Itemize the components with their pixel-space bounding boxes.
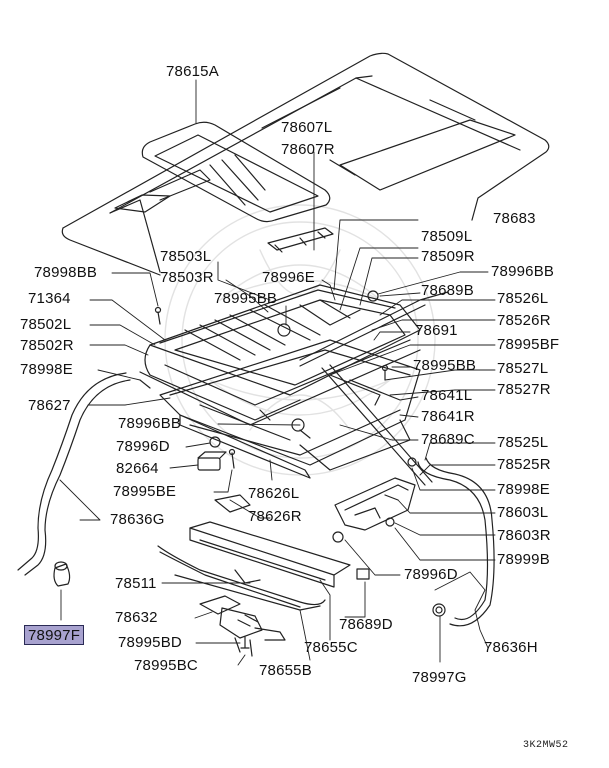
label-78655B: 78655B xyxy=(259,662,312,679)
label-78509L: 78509L xyxy=(421,228,473,245)
label-78997F-highlighted: 78997F xyxy=(24,625,85,645)
label-78641L: 78641L xyxy=(421,387,473,404)
deflector-bracket xyxy=(267,227,334,253)
label-78527L: 78527L xyxy=(497,360,549,377)
label-78503L: 78503L xyxy=(160,248,212,265)
label-78995BC: 78995BC xyxy=(134,657,198,674)
roof-panel xyxy=(61,52,550,276)
label-78603L: 78603L xyxy=(497,504,549,521)
label-78503R: 78503R xyxy=(160,269,214,286)
label-78995BE: 78995BE xyxy=(113,483,177,500)
label-78607R: 78607R xyxy=(281,141,335,158)
label-78502L: 78502L xyxy=(20,316,72,333)
label-78632: 78632 xyxy=(115,609,158,626)
drain-hose-right xyxy=(417,457,495,627)
label-78607L: 78607L xyxy=(281,119,333,136)
small-clips xyxy=(139,290,389,649)
label-78641R: 78641R xyxy=(421,408,475,425)
label-78995BB-right: 78995BB xyxy=(413,357,477,374)
label-78996D-left: 78996D xyxy=(116,438,170,455)
label-78511: 78511 xyxy=(115,575,157,592)
label-78689B: 78689B xyxy=(421,282,474,299)
label-78502R: 78502R xyxy=(20,337,74,354)
label-82664: 82664 xyxy=(116,460,159,477)
label-78997G: 78997G xyxy=(412,669,467,686)
label-78526R: 78526R xyxy=(497,312,551,329)
label-78998E-right: 78998E xyxy=(497,481,550,498)
drain-hose-left xyxy=(17,372,131,576)
label-78995BB-center: 78995BB xyxy=(214,290,278,307)
label-78655C: 78655C xyxy=(304,639,358,656)
label-78996BB-left: 78996BB xyxy=(118,415,182,432)
label-78615A: 78615A xyxy=(166,63,219,80)
motor-assembly xyxy=(199,595,286,657)
sunroof-frame xyxy=(139,284,421,426)
label-78996D-right: 78996D xyxy=(404,566,458,583)
label-78683: 78683 xyxy=(493,210,536,227)
drawing-code: 3K2MW52 xyxy=(523,740,569,751)
label-78996BB-right: 78996BB xyxy=(491,263,555,280)
glass-panel xyxy=(141,121,331,223)
drain-grommet-78997F xyxy=(53,561,71,587)
label-78636H: 78636H xyxy=(484,639,538,656)
mechanism-housing xyxy=(334,457,417,531)
label-78526L: 78526L xyxy=(497,290,549,307)
label-78525L: 78525L xyxy=(497,434,549,451)
label-78998BB: 78998BB xyxy=(34,264,98,281)
label-78691: 78691 xyxy=(415,322,458,339)
label-78995BD: 78995BD xyxy=(118,634,182,651)
label-78999B: 78999B xyxy=(497,551,550,568)
label-71364: 71364 xyxy=(28,290,71,307)
label-78509R: 78509R xyxy=(421,248,475,265)
label-78689C: 78689C xyxy=(421,431,475,448)
label-78627: 78627 xyxy=(28,397,71,414)
label-78626L: 78626L xyxy=(248,485,300,502)
label-78996E: 78996E xyxy=(262,269,315,286)
lower-frame xyxy=(159,339,421,479)
drain-grommet-78997G xyxy=(432,603,446,617)
sunshade xyxy=(189,494,351,588)
label-78603R: 78603R xyxy=(497,527,551,544)
label-78689D: 78689D xyxy=(339,616,393,633)
leader-lines xyxy=(59,79,496,666)
label-78525R: 78525R xyxy=(497,456,551,473)
label-78995BF: 78995BF xyxy=(497,336,560,353)
label-78527R: 78527R xyxy=(497,381,551,398)
label-78998E-left: 78998E xyxy=(20,361,73,378)
sunshade-frame xyxy=(157,545,326,611)
label-78636G: 78636G xyxy=(110,511,165,528)
label-78626R: 78626R xyxy=(248,508,302,525)
